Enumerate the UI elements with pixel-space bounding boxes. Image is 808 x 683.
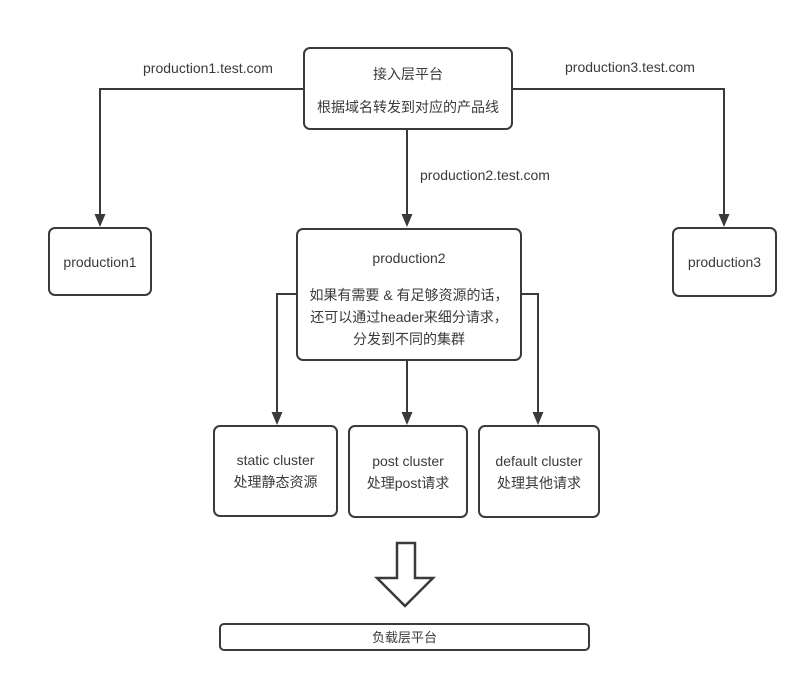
big-down-arrow-icon — [373, 541, 437, 608]
edge-label-production3-domain: production3.test.com — [565, 59, 695, 75]
arrowhead-down-icon — [401, 214, 413, 227]
arrowhead-down-icon — [401, 412, 413, 425]
production1-title: production1 — [63, 253, 137, 270]
node-production2: production2 如果有需要 & 有足够资源的话， 还可以通过header… — [296, 228, 522, 361]
load-layer-title: 负载层平台 — [371, 629, 437, 645]
edge-access-to-production1 — [99, 88, 303, 214]
static-cluster-desc: 处理静态资源 — [233, 474, 318, 490]
node-production1: production1 — [48, 227, 152, 296]
node-production3: production3 — [672, 227, 777, 297]
production2-title: production2 — [372, 250, 446, 266]
node-static-cluster: static cluster 处理静态资源 — [213, 425, 338, 517]
edge-production2-to-default-cluster — [522, 293, 539, 412]
arrowhead-down-icon — [94, 214, 106, 227]
production2-note: 如果有需要 & 有足够资源的话， 还可以通过header来细分请求， 分发到不同… — [309, 284, 508, 350]
node-access-layer: 接入层平台 根据域名转发到对应的产品线 — [303, 47, 513, 130]
edge-production2-to-static-cluster — [276, 293, 296, 412]
edge-access-to-production3 — [513, 88, 725, 214]
access-layer-title: 接入层平台 — [373, 66, 443, 82]
production2-note-line3: 分发到不同的集群 — [353, 331, 465, 347]
production3-title: production3 — [687, 254, 762, 270]
static-cluster-name: static cluster — [236, 452, 315, 468]
production2-note-line2: 还可以通过header来细分请求， — [310, 309, 508, 325]
arrowhead-down-icon — [718, 214, 730, 227]
production2-note-line1: 如果有需要 & 有足够资源的话， — [309, 287, 509, 303]
access-layer-subtitle: 根据域名转发到对应的产品线 — [317, 99, 499, 115]
node-post-cluster: post cluster 处理post请求 — [348, 425, 468, 518]
post-cluster-name: post cluster — [372, 452, 444, 469]
node-load-layer: 负载层平台 — [219, 623, 590, 651]
node-default-cluster: default cluster 处理其他请求 — [478, 425, 600, 518]
arrowhead-down-icon — [271, 412, 283, 425]
default-cluster-desc: 处理其他请求 — [497, 474, 581, 491]
edge-label-production2-domain: production2.test.com — [420, 167, 550, 183]
post-cluster-desc: 处理post请求 — [366, 474, 450, 491]
arrowhead-down-icon — [532, 412, 544, 425]
default-cluster-name: default cluster — [495, 452, 583, 469]
edge-label-production1-domain: production1.test.com — [143, 60, 273, 76]
